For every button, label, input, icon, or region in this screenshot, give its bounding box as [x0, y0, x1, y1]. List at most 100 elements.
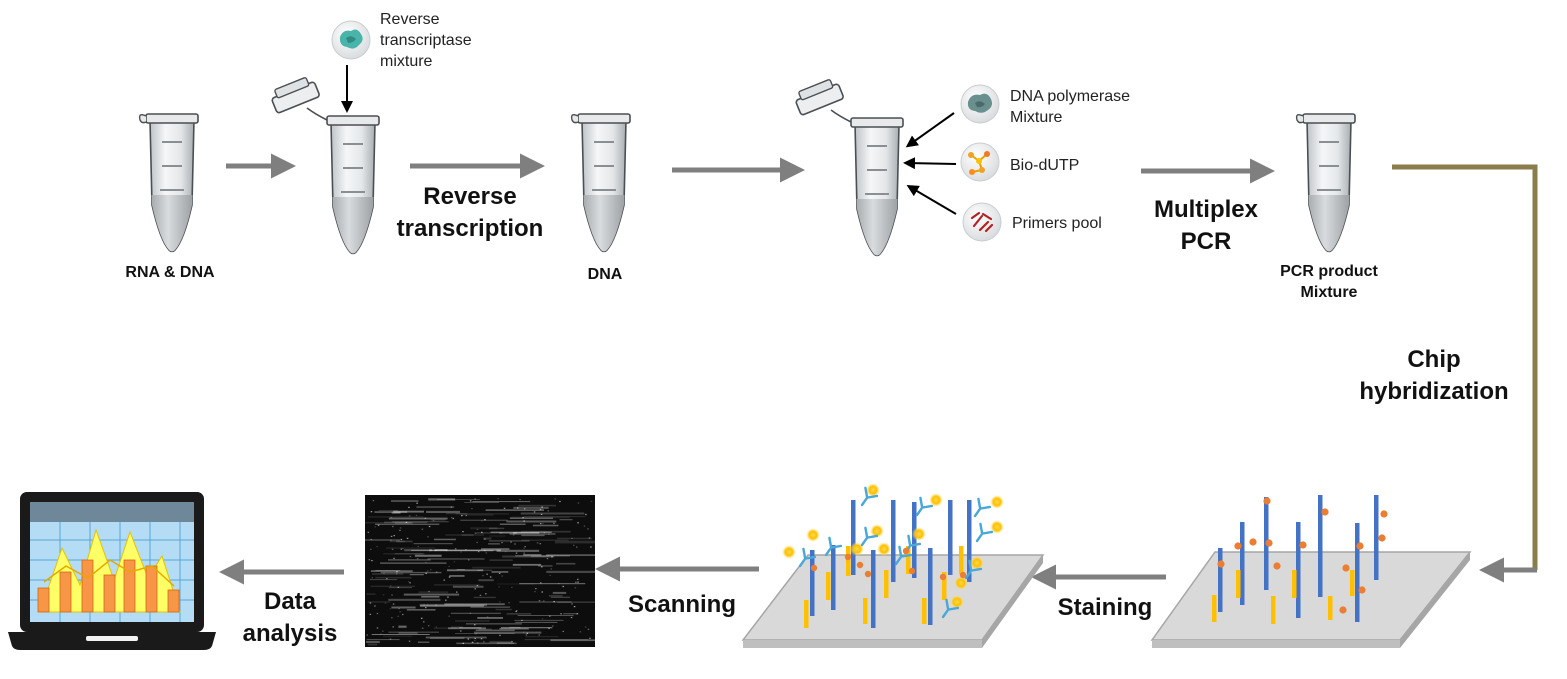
scan-spot: [590, 500, 593, 502]
scan-spot: [421, 617, 423, 619]
scan-spot: [408, 640, 411, 642]
scan-spot: [514, 543, 516, 545]
scan-streak: [524, 639, 589, 641]
scan-streak: [510, 516, 570, 519]
scan-streak: [437, 499, 481, 500]
scan-streak: [497, 583, 535, 585]
scan-spot: [474, 640, 476, 642]
tube-icon: [138, 113, 199, 253]
blue-probe: [912, 502, 917, 578]
nucleotide-icon: [960, 142, 1000, 182]
scan-spot: [377, 524, 380, 526]
scan-spot: [386, 578, 388, 580]
scan-spot: [485, 552, 488, 554]
scan-spot: [552, 625, 554, 627]
scan-streak: [514, 619, 564, 621]
scan-spot: [468, 559, 470, 561]
scan-spot: [573, 606, 576, 608]
blue-probe: [871, 550, 876, 628]
scan-spot: [453, 561, 456, 563]
scan-streak: [394, 522, 413, 524]
scan-spot: [519, 499, 521, 501]
scan-spot: [392, 626, 394, 628]
scan-spot: [504, 551, 507, 553]
scan-spot: [587, 628, 590, 630]
reagent-arrow: [905, 112, 955, 148]
scan-image-icon: [365, 495, 595, 647]
scan-spot: [383, 572, 385, 574]
scan-spot: [497, 498, 499, 500]
biotin-dot: [1339, 606, 1347, 614]
scan-spot: [498, 586, 500, 588]
scan-spot: [416, 558, 419, 560]
blue-probe: [851, 500, 856, 575]
scan-spot: [366, 634, 368, 636]
scan-streak: [485, 509, 544, 511]
scan-spot: [469, 612, 472, 614]
scan-streak: [446, 513, 468, 515]
open-tube-icon: [791, 75, 904, 257]
scan-streak: [375, 576, 412, 579]
scan-spot: [461, 515, 463, 517]
scan-streak: [532, 524, 559, 527]
scan-streak: [489, 640, 513, 643]
scan-streak: [396, 540, 413, 543]
scan-streak: [428, 498, 456, 501]
scan-streak: [429, 549, 447, 552]
scan-streak: [523, 516, 586, 518]
scan-streak: [388, 631, 439, 633]
scan-streak: [521, 530, 571, 533]
scan-streak: [375, 570, 401, 571]
fluorescent-glow: [990, 520, 1004, 534]
scan-spot: [480, 638, 483, 640]
scan-streak: [523, 554, 542, 556]
scan-streak: [509, 533, 556, 535]
enzyme-icon: [960, 84, 1000, 124]
scan-streak: [538, 565, 553, 567]
scan-spot: [399, 529, 401, 531]
fluorescent-glow: [866, 483, 880, 497]
scan-spot: [517, 507, 519, 509]
blue-probe: [831, 545, 836, 610]
scan-spot: [391, 617, 393, 619]
scan-streak: [433, 627, 457, 629]
scan-streak: [445, 550, 494, 552]
scan-streak: [478, 628, 492, 630]
scan-streak: [391, 500, 419, 502]
scan-spot: [524, 508, 526, 510]
scan-spot: [524, 546, 526, 548]
yellow-probe: [1292, 570, 1297, 598]
scan-spot: [539, 508, 542, 510]
scan-streak: [367, 601, 391, 603]
scan-streak: [430, 637, 465, 639]
scan-spot: [476, 642, 479, 644]
scan-streak: [521, 534, 545, 537]
scan-spot: [543, 600, 545, 602]
scan-spot: [475, 633, 477, 635]
fluorescent-glow: [929, 493, 943, 507]
yellow-probe: [959, 546, 964, 574]
scan-streak: [490, 531, 552, 533]
reagent-arrow: [903, 157, 957, 170]
scan-streak: [398, 632, 418, 634]
scan-streak: [417, 641, 430, 643]
scan-streak: [406, 609, 436, 611]
scan-spot: [382, 630, 384, 632]
step-label-staining: Staining: [1057, 594, 1153, 621]
scan-spot: [577, 522, 579, 524]
scan-streak: [427, 558, 485, 560]
antibody-y: [970, 522, 994, 547]
scan-spot: [571, 537, 573, 539]
scan-spot: [575, 581, 577, 583]
scan-spot: [426, 604, 429, 606]
scan-spot: [553, 522, 555, 524]
scan-spot: [551, 556, 553, 558]
scan-streak: [389, 540, 405, 543]
scan-streak: [499, 523, 526, 525]
scan-streak: [375, 523, 440, 525]
scan-streak: [519, 583, 586, 585]
scan-spot: [570, 616, 573, 619]
biotin-dot: [1356, 542, 1364, 550]
fluorescent-glow: [850, 542, 864, 556]
scan-spot: [548, 533, 550, 535]
